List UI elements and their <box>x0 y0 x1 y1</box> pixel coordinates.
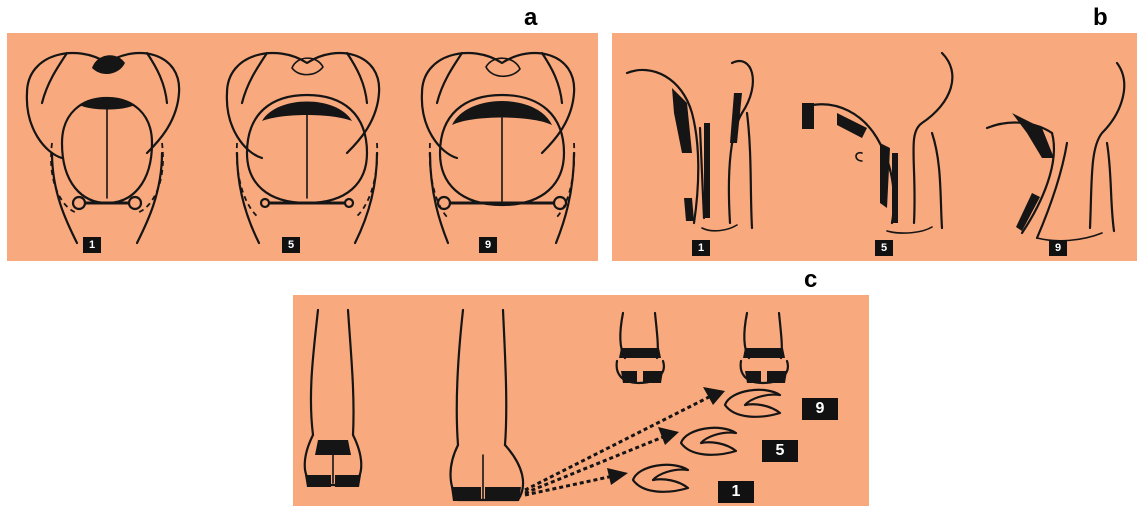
panel-c-badge-9: 9 <box>802 398 838 420</box>
hoof-print-9-icon <box>725 390 780 417</box>
hind-leg-side-view-straight-icon <box>627 61 753 231</box>
panel-c-hooves: 9 5 1 <box>293 295 869 506</box>
panel-a-badge-1: 1 <box>83 237 101 253</box>
front-leg-left-icon <box>305 310 362 487</box>
hoof-print-1-icon <box>633 465 688 492</box>
udder-rear-view-narrow-icon <box>27 53 179 243</box>
panel-c-letter: c <box>804 268 817 292</box>
hind-leg-side-view-intermediate-icon <box>802 53 952 233</box>
panel-c-badge-1: 1 <box>718 481 754 503</box>
panel-a-badge-5: 5 <box>282 237 300 253</box>
panel-b-badge-1: 1 <box>692 240 710 256</box>
panel-a-letter: a <box>524 6 537 30</box>
arrows-group <box>525 387 725 495</box>
panel-a-badge-9: 9 <box>479 237 497 253</box>
udder-rear-view-wide-icon <box>422 53 574 243</box>
panel-b-badge-9: 9 <box>1049 240 1067 256</box>
panel-b-drawing <box>612 33 1137 261</box>
hoof-top-right-icon <box>741 313 788 383</box>
hoof-top-left-icon <box>617 313 664 383</box>
panel-c-badge-5: 5 <box>762 440 798 462</box>
panel-b-letter: b <box>1093 6 1108 30</box>
udder-rear-view-medium-icon <box>227 53 379 243</box>
panel-a-rear-udder: 1 5 9 <box>7 33 598 261</box>
panel-b-badge-5: 5 <box>875 240 893 256</box>
hind-leg-side-view-sickled-icon <box>987 63 1124 241</box>
front-leg-center-icon <box>451 310 524 501</box>
panel-b-hind-leg-side: 1 5 9 <box>612 33 1137 261</box>
hoof-print-5-icon <box>681 428 736 455</box>
panel-c-drawing <box>293 295 869 506</box>
panel-a-drawing <box>7 33 598 261</box>
